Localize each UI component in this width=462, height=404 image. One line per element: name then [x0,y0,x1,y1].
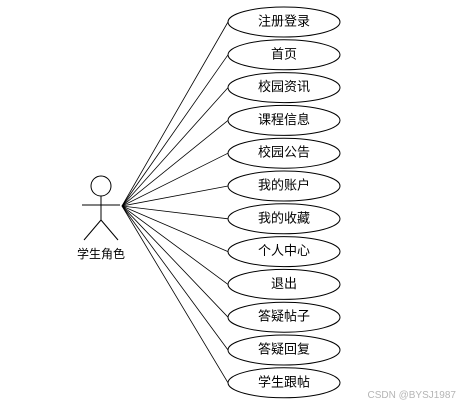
association-line [121,87,229,207]
use-case: 校园资讯 [227,72,341,104]
use-case: 我的收藏 [227,203,341,235]
student-actor: 学生角色 [77,175,125,261]
use-case: 课程信息 [227,104,341,136]
use-cases: 注册登录首页校园资讯课程信息校园公告我的账户我的收藏个人中心退出答疑帖子答疑回复… [227,6,341,399]
use-case-ellipse [227,301,341,333]
use-case-ellipse [227,203,341,235]
association-line [121,205,229,220]
association-line [121,205,229,252]
use-case-ellipse [227,170,341,202]
association-line [121,205,229,351]
csdn-watermark: CSDN @BYSJ1987 [367,390,456,401]
use-case: 答疑帖子 [227,301,341,333]
association-line [121,21,229,207]
use-case-label: 校园资讯 [258,79,310,95]
actor-label: 学生角色 [77,246,125,261]
use-case-ellipse [227,137,341,169]
association-line [121,205,229,384]
actor-head [90,175,112,197]
use-case: 首页 [227,39,341,71]
use-case: 我的账户 [227,170,341,202]
use-case: 个人中心 [227,236,341,268]
association-line [121,205,229,285]
association-line [121,185,229,207]
use-case-ellipse [227,334,341,366]
use-case-label: 注册登录 [258,15,310,30]
use-case-ellipse [227,236,341,268]
use-case-label: 个人中心 [258,244,310,259]
use-case: 退出 [227,268,341,300]
use-case: 注册登录 [227,6,341,38]
use-case: 答疑回复 [227,334,341,366]
use-case-label: 我的收藏 [258,210,310,226]
use-case-ellipse [227,72,341,104]
use-case-label: 学生跟帖 [258,374,310,390]
actor-right-leg [100,219,119,241]
use-case-label: 答疑帖子 [258,309,310,325]
association-line [121,120,229,207]
use-case-label: 答疑回复 [258,342,310,358]
association-line [121,152,229,207]
use-case-label: 首页 [271,47,297,62]
use-case-ellipse [227,104,341,136]
association-line [121,205,229,318]
use-case-label: 校园公告 [258,145,310,161]
use-case-label: 课程信息 [258,112,310,128]
use-case-label: 退出 [271,277,297,292]
use-case-label: 我的账户 [258,178,310,194]
use-case-ellipse [227,39,341,71]
use-case-ellipse [227,367,341,399]
use-case-ellipse [227,268,341,300]
association-line [121,54,229,207]
use-case-ellipse [227,6,341,38]
use-case: 学生跟帖 [227,367,341,399]
association-lines [121,21,229,384]
actor-left-leg [83,219,102,241]
use-case: 校园公告 [227,137,341,169]
